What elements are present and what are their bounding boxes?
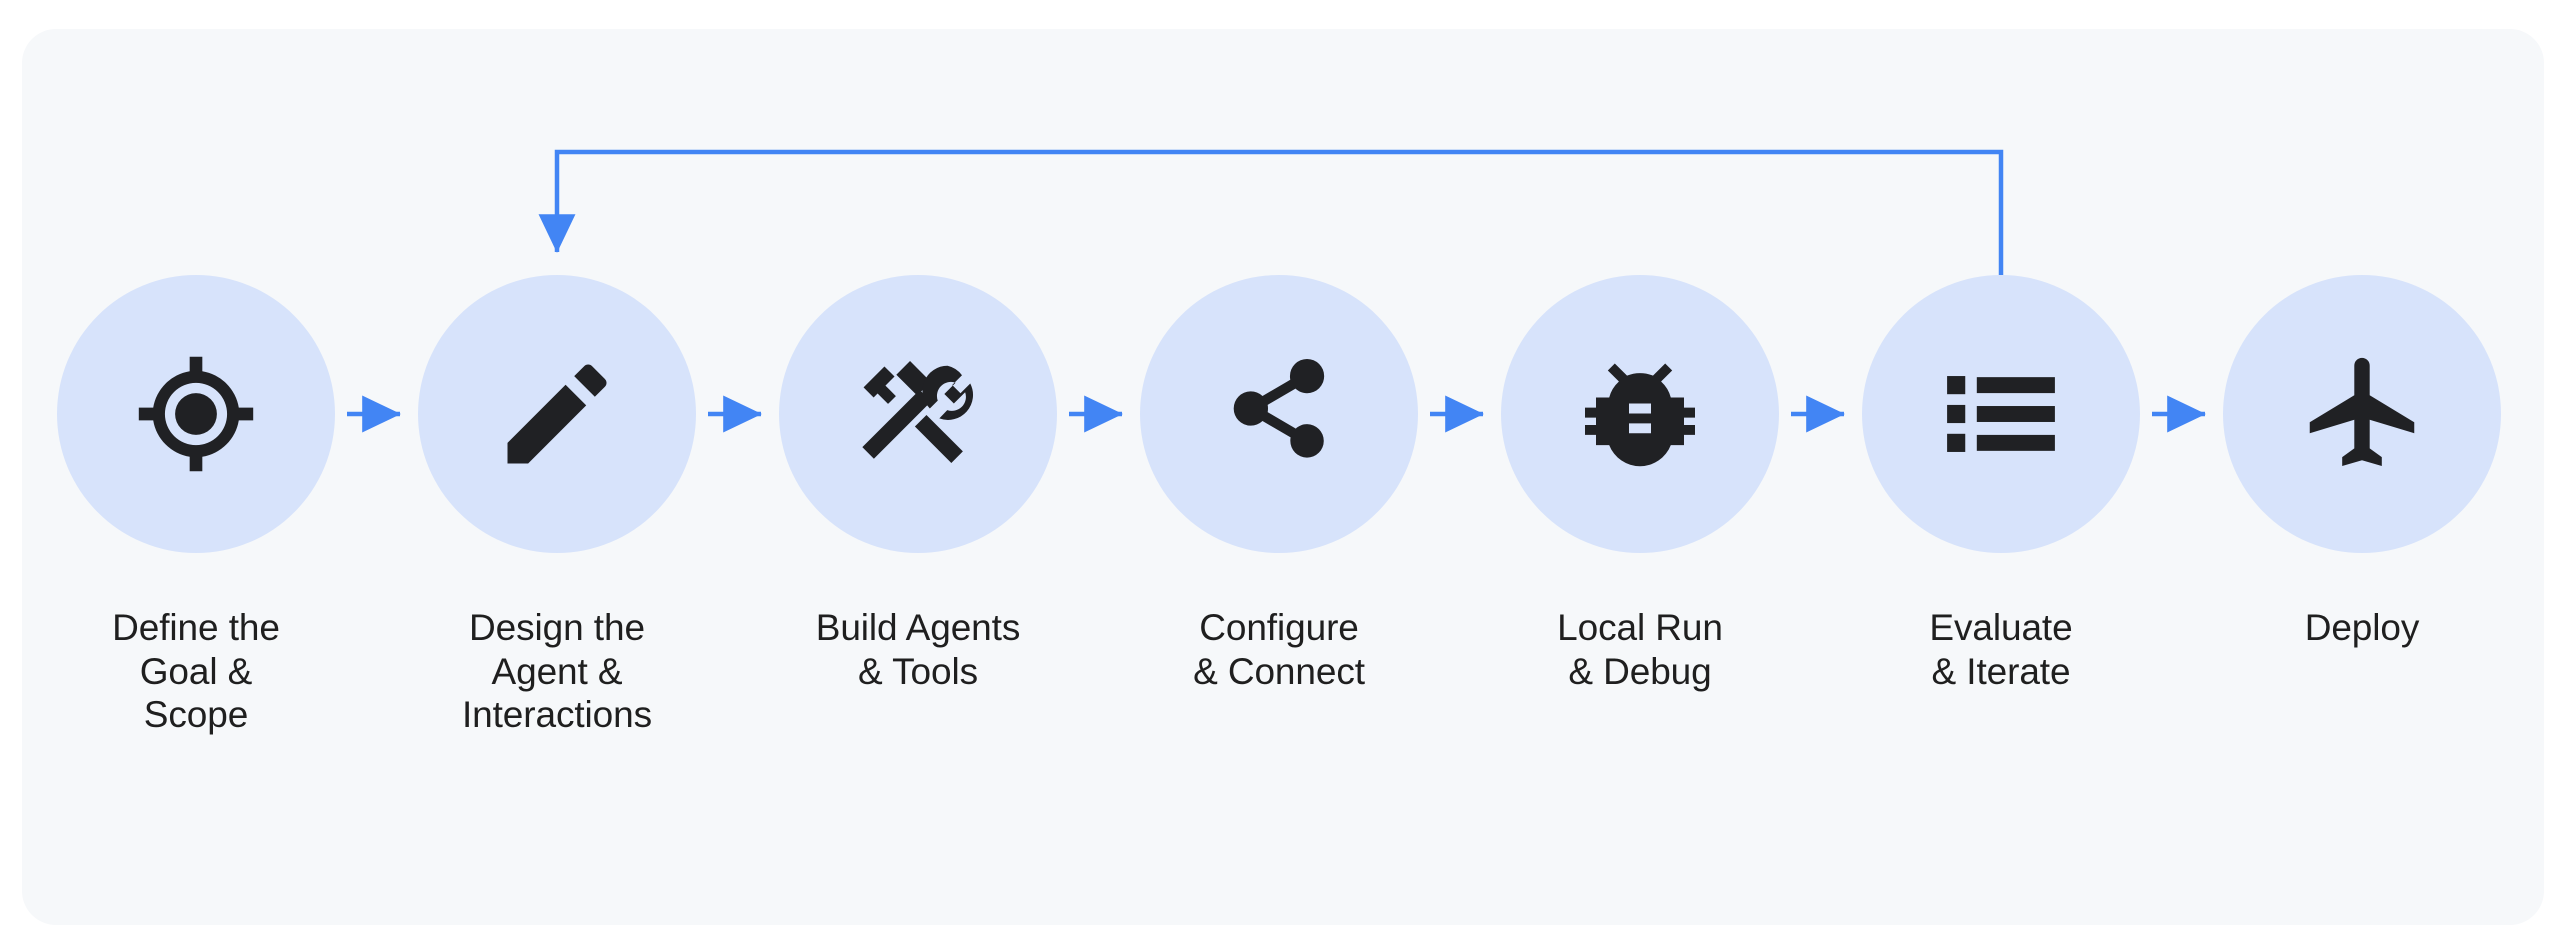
workflow-step-define-goal-scope[interactable]: Define the Goal & Scope xyxy=(46,275,346,737)
pencil-icon xyxy=(491,348,623,480)
step-label: Build Agents & Tools xyxy=(815,607,1021,692)
workflow-step-deploy[interactable]: Deploy xyxy=(2212,275,2512,650)
hammer-wrench-icon xyxy=(852,348,984,480)
workflow-step-configure-connect[interactable]: Configure & Connect xyxy=(1129,275,1429,693)
list-icon xyxy=(1935,348,2067,480)
step-icon-circle[interactable] xyxy=(1501,275,1779,553)
step-label: Configure & Connect xyxy=(1193,607,1365,692)
step-icon-circle[interactable] xyxy=(1862,275,2140,553)
step-label: Define the Goal & Scope xyxy=(112,607,280,736)
workflow-step-evaluate-iterate[interactable]: Evaluate & Iterate xyxy=(1851,275,2151,693)
airplane-icon xyxy=(2296,348,2428,480)
step-icon-circle[interactable] xyxy=(57,275,335,553)
step-icon-circle[interactable] xyxy=(779,275,1057,553)
workflow-step-row: Define the Goal & Scope Design the Agent… xyxy=(22,29,2544,925)
workflow-step-local-run-debug[interactable]: Local Run & Debug xyxy=(1490,275,1790,693)
step-label: Deploy xyxy=(2304,607,2420,648)
step-icon-circle[interactable] xyxy=(418,275,696,553)
target-icon xyxy=(130,348,262,480)
step-icon-circle[interactable] xyxy=(1140,275,1418,553)
step-label: Design the Agent & Interactions xyxy=(461,607,653,736)
workflow-step-build-agents-tools[interactable]: Build Agents & Tools xyxy=(768,275,1068,693)
share-nodes-icon xyxy=(1213,348,1345,480)
step-label: Evaluate & Iterate xyxy=(1929,607,2073,692)
step-label: Local Run & Debug xyxy=(1557,607,1723,692)
step-icon-circle[interactable] xyxy=(2223,275,2501,553)
workflow-step-design-agent-interactions[interactable]: Design the Agent & Interactions xyxy=(407,275,707,737)
bug-icon xyxy=(1574,348,1706,480)
